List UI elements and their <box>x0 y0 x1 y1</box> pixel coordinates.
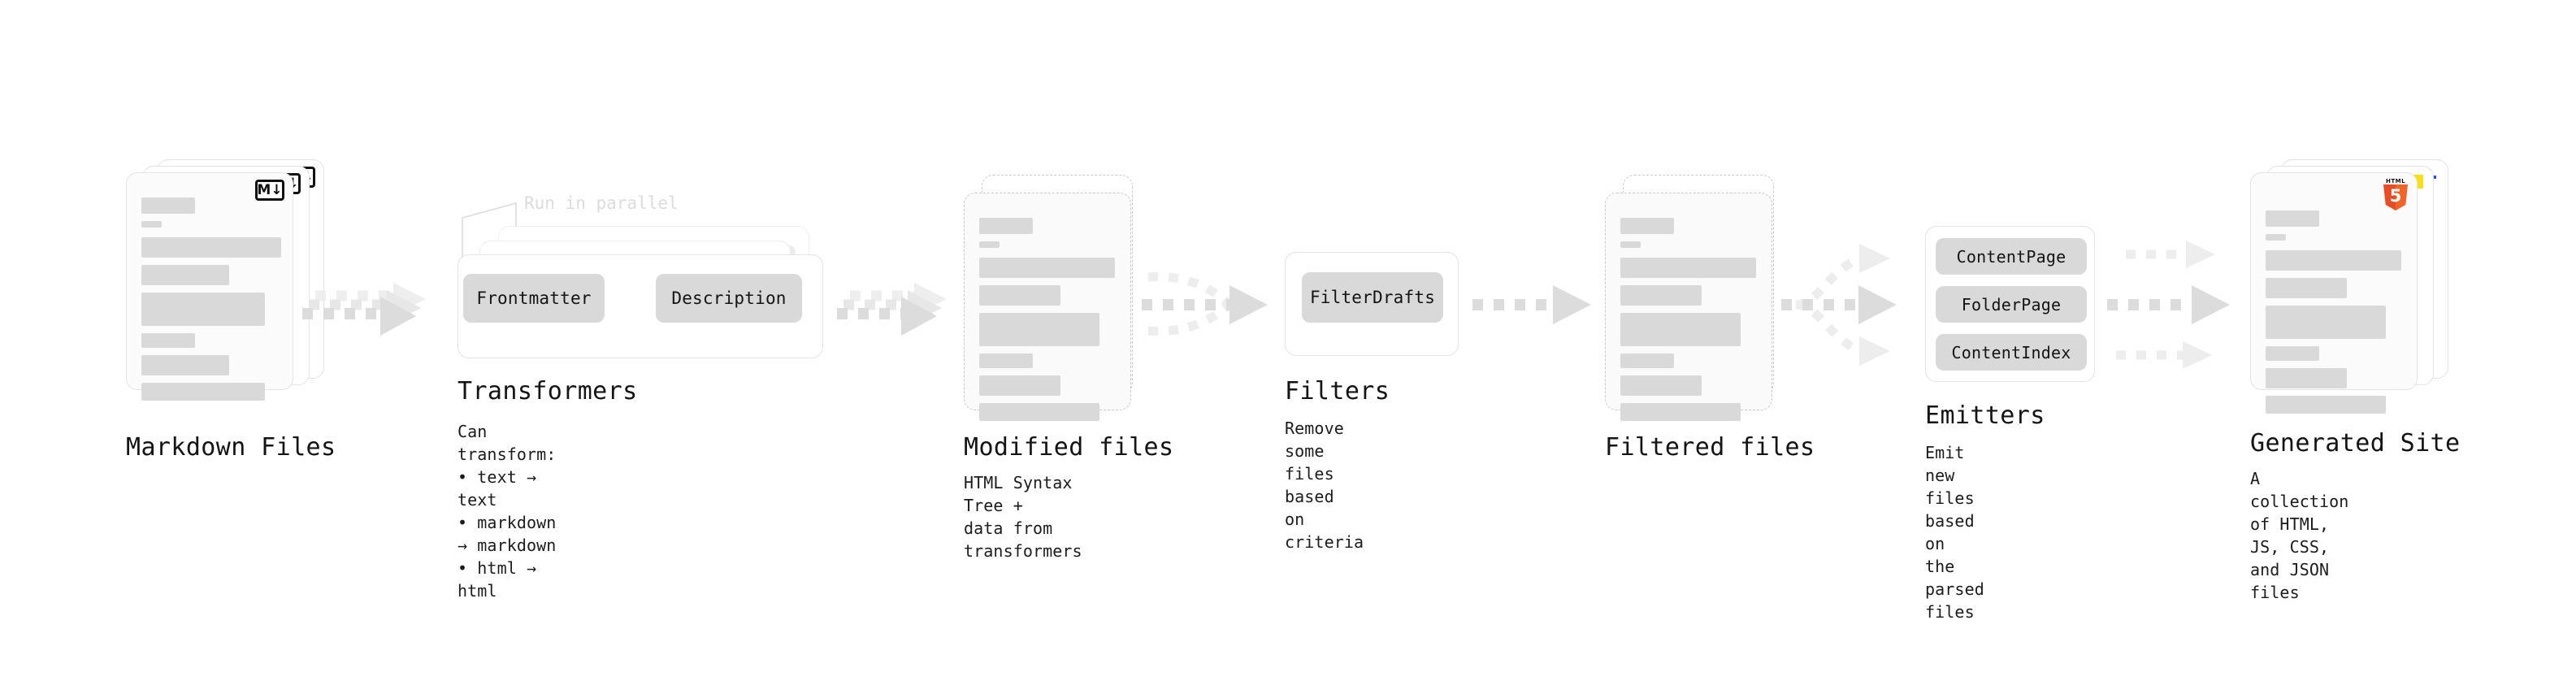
markdown-badge-icon: M↓ <box>255 180 284 201</box>
html5-badge-word: HTML <box>2385 178 2406 184</box>
stage-subcaption-transformers: Can transform: • text → text • markdown … <box>458 422 557 601</box>
stage-caption-modified-files: Modified files <box>964 433 1174 462</box>
transformers-box-front: Frontmatter Description <box>458 254 823 358</box>
html5-badge-number: 5 <box>2389 185 2402 206</box>
stage-subcaption-emitters: Emit new files based on the parsed files <box>1925 443 1984 622</box>
html5-badge-icon: HTML 5 <box>2383 178 2409 210</box>
stage-caption-emitters: Emitters <box>1925 401 2045 430</box>
stage-caption-generated-site: Generated Site <box>2250 429 2461 458</box>
card-placeholder-lines <box>1620 218 1760 428</box>
transformer-pill-frontmatter[interactable]: Frontmatter <box>463 274 605 323</box>
generated-card-front-html: HTML 5 <box>2250 172 2418 414</box>
filters-box: FilterDrafts <box>1285 252 1459 356</box>
filtered-card-front <box>1605 193 1772 421</box>
stage-subcaption-modified-files: HTML Syntax Tree + data from transformer… <box>964 473 1082 561</box>
stage-caption-transformers: Transformers <box>458 377 638 406</box>
card-placeholder-lines <box>141 197 281 408</box>
transformer-pill-description[interactable]: Description <box>656 274 802 323</box>
stage-caption-filters: Filters <box>1285 377 1390 406</box>
emitters-box: ContentPage FolderPage ContentIndex <box>1925 226 2095 382</box>
emitter-pill-contentpage[interactable]: ContentPage <box>1936 238 2087 275</box>
stage-caption-markdown-files: Markdown Files <box>126 433 336 462</box>
stage-subcaption-filters: Remove some files based on criteria <box>1285 419 1364 552</box>
card-placeholder-lines <box>2266 210 2405 421</box>
stage-subcaption-generated-site: A collection of HTML, JS, CSS, and JSON … <box>2250 469 2349 602</box>
modified-card-front <box>964 193 1131 421</box>
stage-caption-filtered-files: Filtered files <box>1605 433 1815 462</box>
emitter-pill-folderpage[interactable]: FolderPage <box>1936 286 2087 323</box>
emitter-pill-contentindex[interactable]: ContentIndex <box>1936 334 2087 371</box>
card-placeholder-lines <box>979 218 1119 428</box>
run-in-parallel-label: Run in parallel <box>524 193 679 213</box>
filter-pill-filterdrafts[interactable]: FilterDrafts <box>1302 272 1443 323</box>
markdown-card-front: M↓ <box>126 172 293 401</box>
